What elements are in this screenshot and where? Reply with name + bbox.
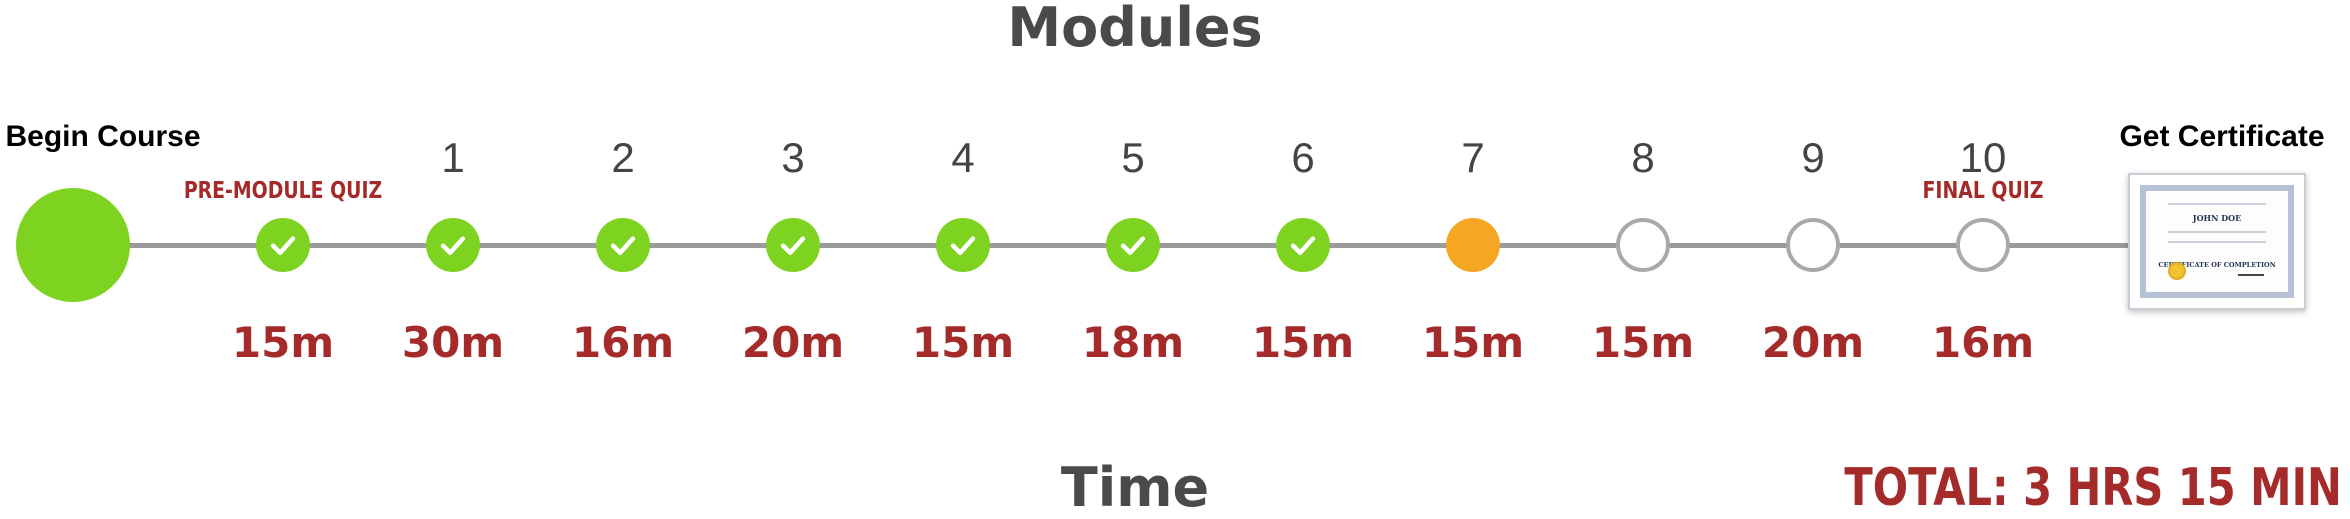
module-number: 5	[1121, 134, 1145, 181]
certificate-frame: JOHN DOE CERTIFICATE OF COMPLETION	[2140, 185, 2294, 298]
get-certificate-label: Get Certificate	[2119, 120, 2325, 153]
module-node-completed	[1106, 218, 1160, 272]
module-number: 3	[781, 134, 805, 181]
module-node-completed	[426, 218, 480, 272]
module-duration: 15m	[1591, 318, 1695, 367]
certificate-rule	[2168, 231, 2266, 233]
module-node-completed	[936, 218, 990, 272]
checkmark-icon	[776, 228, 810, 262]
module-duration: 16m	[1931, 318, 2035, 367]
modules-heading: Modules	[1007, 0, 1263, 59]
time-label: Time	[1060, 456, 1210, 519]
checkmark-icon	[266, 228, 300, 262]
module-node-completed	[766, 218, 820, 272]
checkmark-icon	[606, 228, 640, 262]
certificate-signature	[2238, 274, 2264, 276]
module-number: 9	[1801, 134, 1825, 181]
certificate-seal-icon	[2168, 262, 2186, 280]
checkmark-icon	[436, 228, 470, 262]
module-node-upcoming	[1786, 218, 1840, 272]
module-duration: 20m	[1761, 318, 1865, 367]
module-duration: 30m	[401, 318, 505, 367]
certificate-rule	[2168, 241, 2266, 243]
module-duration: 18m	[1081, 318, 1185, 367]
module-duration: 16m	[571, 318, 675, 367]
certificate-rule	[2168, 203, 2266, 205]
checkmark-icon	[946, 228, 980, 262]
checkmark-icon	[1286, 228, 1320, 262]
certificate-title: CERTIFICATE OF COMPLETION	[2158, 261, 2276, 269]
module-duration: 15m	[1251, 318, 1355, 367]
module-duration: 15m	[1421, 318, 1525, 367]
module-node-completed	[256, 218, 310, 272]
module-node-current	[1446, 218, 1500, 272]
checkmark-icon	[1116, 228, 1150, 262]
certificate-name: JOHN DOE	[2192, 213, 2242, 223]
module-node-completed	[596, 218, 650, 272]
module-number: 8	[1631, 134, 1655, 181]
module-number: 10	[1959, 134, 2007, 181]
module-number: 4	[951, 134, 975, 181]
module-duration: 20m	[741, 318, 845, 367]
quiz-label: FINAL QUIZ	[1922, 178, 2044, 204]
total-duration: TOTAL: 3 HRS 15 MIN	[1844, 458, 2343, 518]
module-node-completed	[1276, 218, 1330, 272]
module-number: 7	[1461, 134, 1485, 181]
module-number: 6	[1291, 134, 1315, 181]
module-node-upcoming	[1956, 218, 2010, 272]
certificate-image: JOHN DOE CERTIFICATE OF COMPLETION	[2128, 173, 2306, 310]
quiz-label: PRE-MODULE QUIZ	[183, 178, 383, 204]
module-node-upcoming	[1616, 218, 1670, 272]
module-number: 2	[611, 134, 635, 181]
module-duration: 15m	[911, 318, 1015, 367]
module-duration: 15m	[231, 318, 335, 367]
begin-course-node	[16, 188, 130, 302]
begin-course-label: Begin Course	[5, 120, 201, 153]
module-number: 1	[441, 134, 465, 181]
